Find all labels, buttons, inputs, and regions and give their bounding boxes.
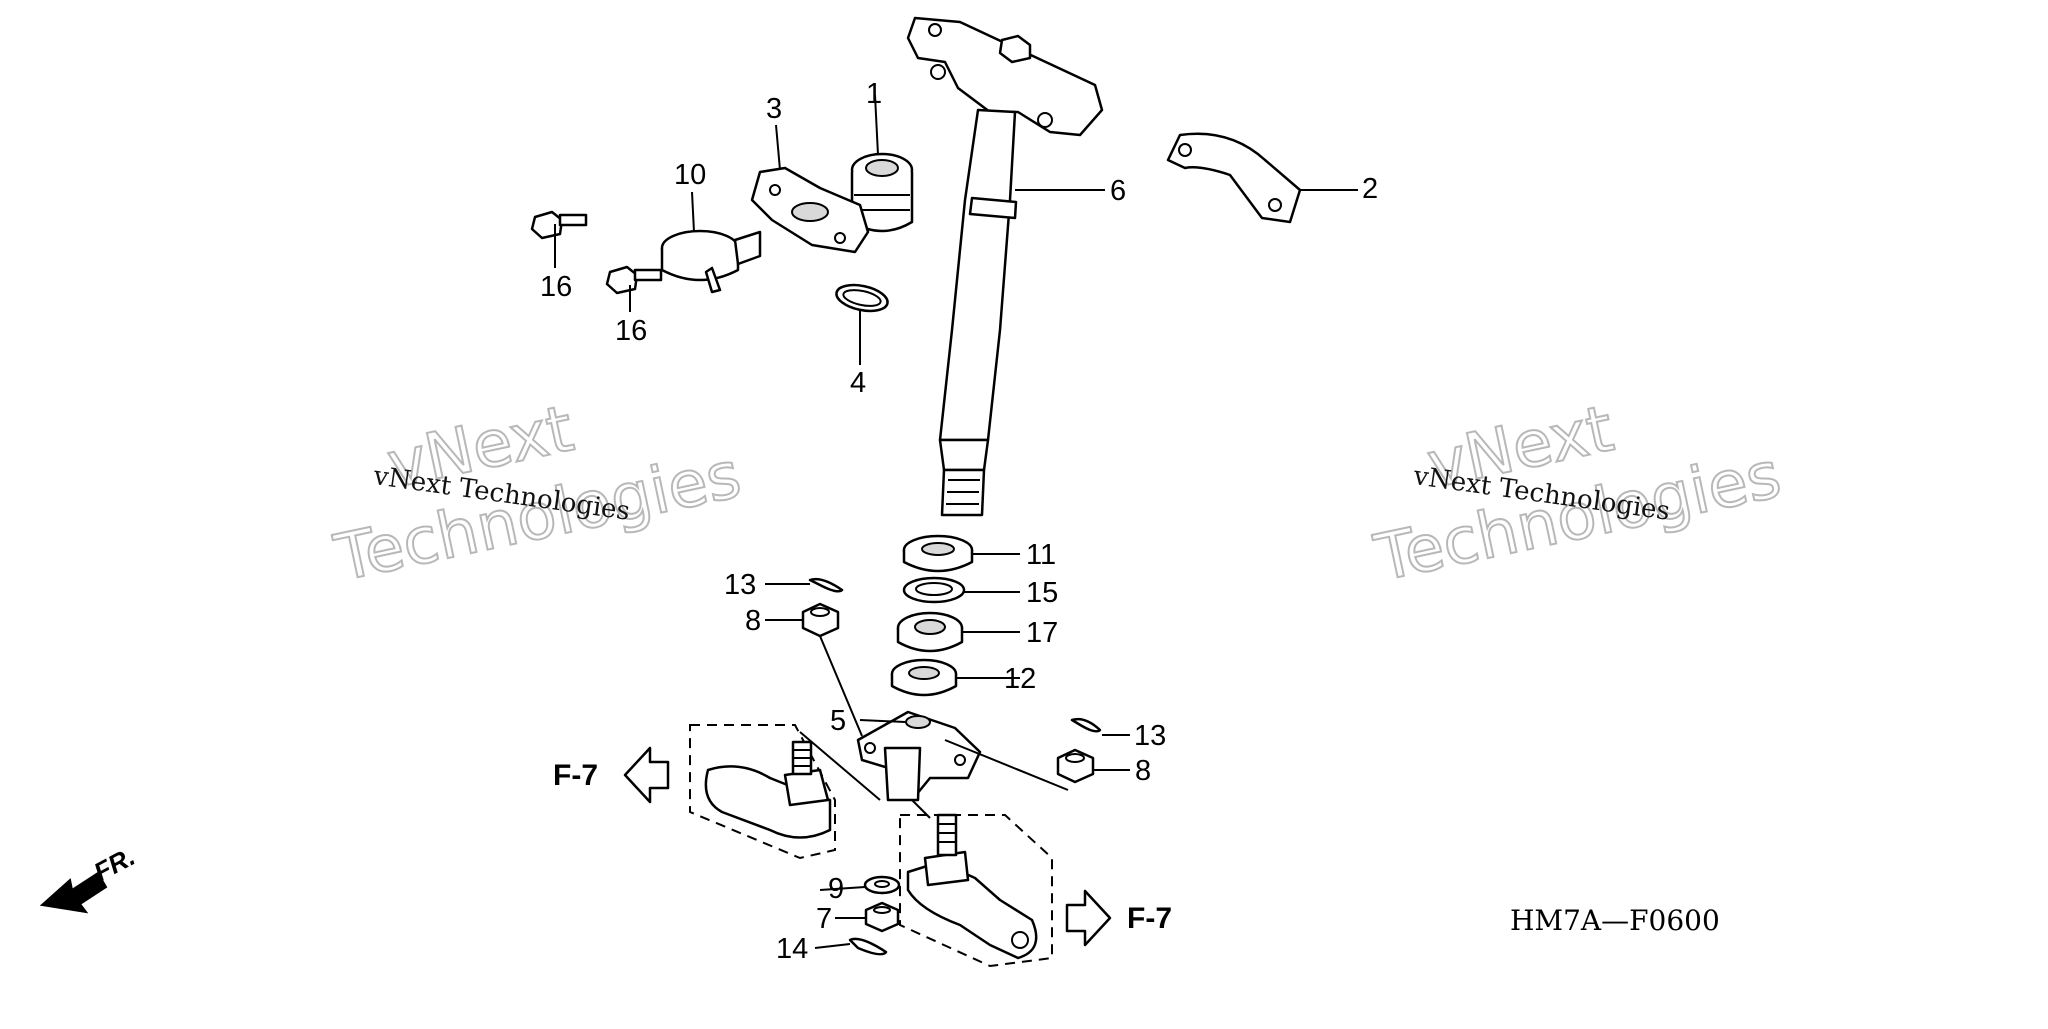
callout-4: 4 [850,367,866,399]
reference-left-label: F-7 [553,759,598,792]
nut-7-part [864,901,900,933]
arrow-left-icon [623,746,670,804]
callout-14: 14 [776,933,808,965]
drawing-code: HM7A—F0600 [1510,904,1720,937]
bolt-16-lower [605,265,663,295]
bolt-16-upper [530,210,588,240]
bearing-12-part [890,658,958,697]
callout-7: 7 [816,903,832,935]
callout-10: 10 [674,159,706,191]
tie-rod-end-left [689,724,836,860]
steering-shaft-part [906,16,1104,517]
cotter-pin-13-left [808,577,844,593]
arrow-right-icon [1065,889,1112,947]
callout-12: 12 [1004,663,1036,695]
callout-2: 2 [1362,173,1378,205]
callout-15: 15 [1026,577,1058,609]
watermark-right: vNext Technologies vNext Technologies [1368,391,1789,597]
callout-9: 9 [828,873,844,905]
callout-6: 6 [1110,175,1126,207]
callout-11: 11 [1026,539,1056,571]
nut-8-right [1056,748,1095,784]
front-indicator: FR. [39,841,140,914]
cotter-pin-14-part [848,937,888,956]
callout-8-left: 8 [745,605,761,637]
holder-part [750,166,870,254]
callout-1: 1 [866,78,882,110]
leader-lines [554,94,1358,949]
washer-9-part [863,875,901,895]
clamp-part [660,229,762,294]
callout-13-right: 13 [1134,720,1166,752]
nut-8-left [801,602,840,638]
bushing-part [850,152,914,233]
cotter-pin-13-right [1070,717,1102,733]
callout-5: 5 [830,705,846,737]
steering-arm-part [856,710,982,802]
callout-labels: 1 2 3 4 5 6 7 8 8 9 10 11 12 13 13 14 15… [540,78,1378,965]
bearing-11-part [902,534,974,573]
seal-15-part [902,576,966,604]
callout-3: 3 [766,93,782,125]
callout-13-left: 13 [724,569,756,601]
callout-16-upper: 16 [540,271,572,303]
bearing-17-part [896,611,964,653]
ring-part [835,283,889,313]
callout-17: 17 [1026,617,1058,649]
watermark-left: vNext Technologies vNext Technologies [328,391,749,597]
bracket-part [1166,132,1302,224]
reference-right-label: F-7 [1127,902,1172,935]
reference-right: F-7 [1065,889,1172,947]
tie-rod-end-right [899,813,1053,968]
front-arrow-icon [39,871,108,914]
callout-16-lower: 16 [615,315,647,347]
callout-8-right: 8 [1135,755,1151,787]
reference-left: F-7 [553,746,670,804]
